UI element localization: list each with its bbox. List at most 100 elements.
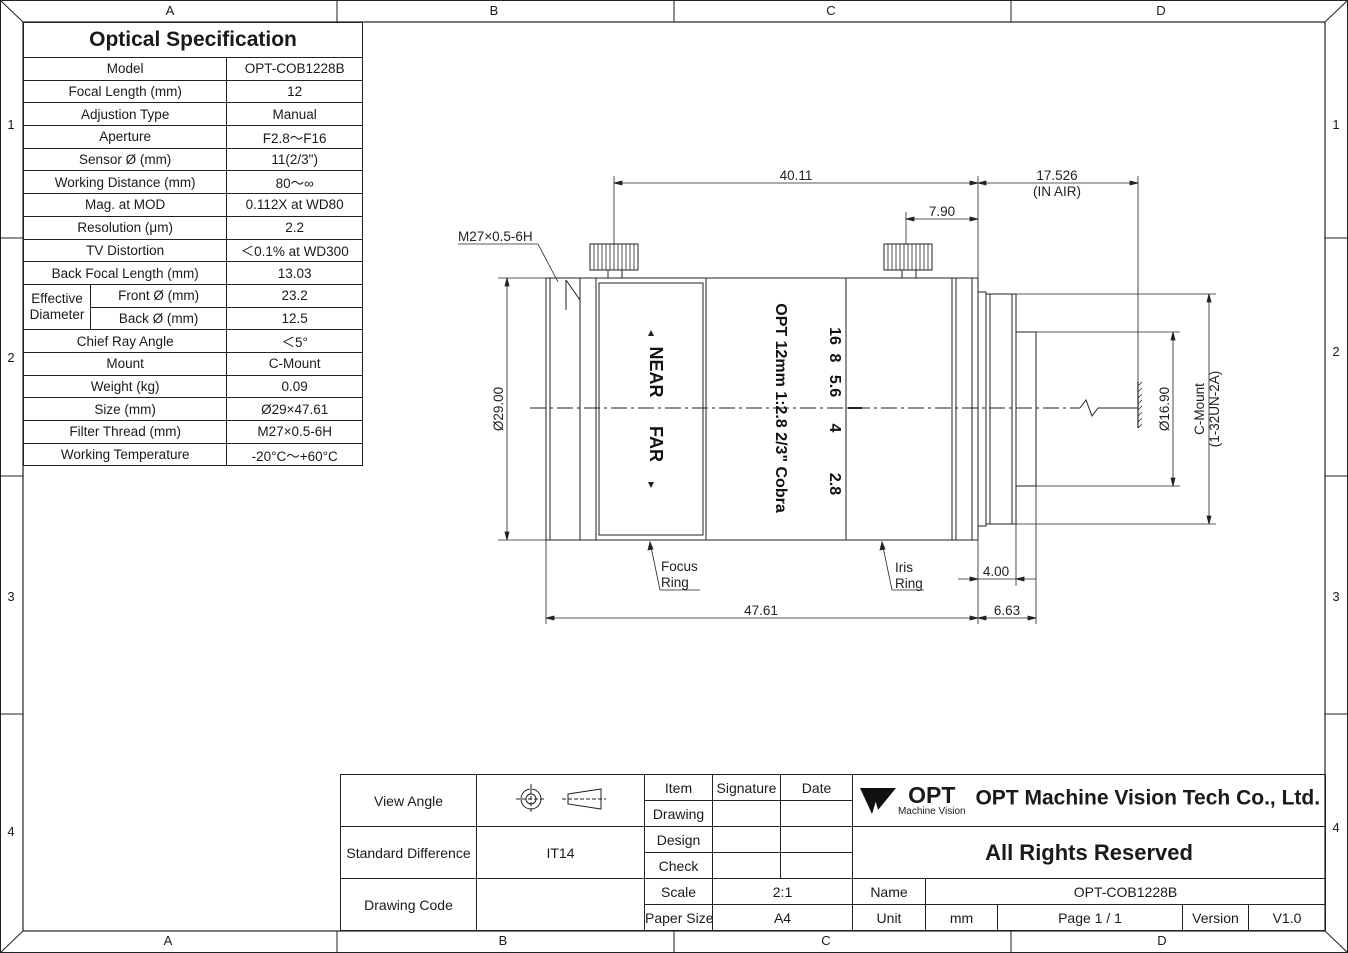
paper-size-label: Paper Size bbox=[644, 904, 713, 931]
opt-logo: OPT Machine Vision bbox=[858, 784, 966, 818]
design-signature bbox=[712, 826, 781, 853]
f-stop-2-8: 2.8 bbox=[826, 473, 843, 495]
unit-value: mm bbox=[925, 904, 998, 931]
spec-row-front: Effective Diameter Front Ø (mm) 23.2 bbox=[23, 283, 363, 331]
zone-col-b-top: B bbox=[489, 3, 499, 18]
effective-diameter-label: Effective Diameter bbox=[23, 283, 91, 331]
axis-break bbox=[1079, 398, 1138, 418]
spec-row: Filter Thread (mm)M27×0.5-6H bbox=[22, 420, 363, 444]
item-header: Item bbox=[644, 774, 713, 801]
paper-size-value: A4 bbox=[712, 904, 853, 931]
spec-label: Working Distance (mm) bbox=[22, 170, 228, 195]
unit-label: Unit bbox=[852, 904, 926, 931]
focus-ring-label-1: Focus bbox=[661, 559, 698, 574]
c-mount-thread-label: (1-32UN-2A) bbox=[1207, 371, 1222, 448]
company-cell: OPT Machine Vision OPT Machine Vision Te… bbox=[852, 774, 1326, 827]
drawing-date bbox=[780, 800, 853, 827]
dim-6-63: 6.63 bbox=[994, 603, 1020, 618]
date-header: Date bbox=[780, 774, 853, 801]
check-row-label: Check bbox=[644, 852, 713, 879]
spec-label: TV Distortion bbox=[22, 238, 228, 263]
spec-value: ＜5° bbox=[226, 329, 363, 353]
iris-ring-label-2: Ring bbox=[895, 576, 923, 591]
dim-4-00: 4.00 bbox=[983, 564, 1009, 579]
check-date bbox=[780, 852, 853, 879]
name-value: OPT-COB1228B bbox=[925, 878, 1326, 905]
spec-value: OPT-COB1228B bbox=[226, 57, 363, 81]
drawing-signature bbox=[712, 800, 781, 827]
spec-title: Optical Specification bbox=[23, 22, 363, 58]
zone-row-4-left: 4 bbox=[7, 824, 15, 839]
title-block: View Angle Item Signature Date OPT bbox=[340, 774, 1326, 931]
focus-ring-label-2: Ring bbox=[661, 575, 689, 590]
drawing-code-value bbox=[476, 878, 645, 931]
version-value: V1.0 bbox=[1248, 904, 1326, 931]
version-label: Version bbox=[1182, 904, 1249, 931]
spec-value: ＜0.1% at WD300 bbox=[226, 238, 363, 263]
zone-row-2-left: 2 bbox=[7, 350, 15, 365]
dim-7-90: 7.90 bbox=[929, 204, 955, 219]
zone-col-b-bottom: B bbox=[498, 933, 508, 948]
spec-label: Chief Ray Angle bbox=[22, 329, 228, 353]
f-stop-16: 16 bbox=[826, 327, 843, 345]
name-label: Name bbox=[852, 878, 926, 905]
scale-label: Scale bbox=[644, 878, 713, 905]
far-marking: FAR bbox=[646, 426, 666, 462]
standard-difference-label: Standard Difference bbox=[340, 826, 477, 879]
spec-label: Filter Thread (mm) bbox=[22, 420, 228, 444]
lens-engraving: OPT 12mm 1:2.8 2/3" Cobra bbox=[772, 303, 789, 513]
zone-row-4-right: 4 bbox=[1332, 820, 1340, 835]
zone-col-c-bottom: C bbox=[821, 933, 831, 948]
dim-dia-29: Ø29.00 bbox=[491, 387, 506, 431]
far-arrow-icon bbox=[648, 482, 654, 488]
spec-row: Working Temperature-20°C～+60°C bbox=[22, 442, 363, 467]
zone-col-d-top: D bbox=[1156, 3, 1166, 18]
dim-17-526: 17.526 bbox=[1036, 168, 1077, 183]
c-mount-label: C-Mount bbox=[1192, 383, 1207, 435]
check-signature bbox=[712, 852, 781, 879]
design-date bbox=[780, 826, 853, 853]
spec-back-label: Back Ø (mm) bbox=[89, 306, 228, 331]
drawing-code-label: Drawing Code bbox=[340, 878, 477, 931]
drawing-row-label: Drawing bbox=[644, 800, 713, 827]
spec-row: TV Distortion＜0.1% at WD300 bbox=[22, 238, 363, 263]
thread-callout: M27×0.5-6H bbox=[458, 229, 533, 244]
spec-row: Size (mm)Ø29×47.61 bbox=[22, 397, 363, 421]
opt-logo-icon bbox=[859, 787, 896, 814]
view-angle-label: View Angle bbox=[340, 774, 477, 827]
company-name: OPT Machine Vision Tech Co., Ltd. bbox=[975, 786, 1321, 810]
spec-row: Working Distance (mm)80～∞ bbox=[22, 170, 363, 195]
f-stop-8: 8 bbox=[826, 354, 843, 363]
focus-ring bbox=[595, 277, 707, 541]
zone-row-3-left: 3 bbox=[7, 589, 15, 604]
dim-47-61: 47.61 bbox=[744, 603, 778, 618]
dim-40-11: 40.11 bbox=[780, 168, 813, 183]
spec-row: Chief Ray Angle＜5° bbox=[22, 329, 363, 353]
near-arrow-icon bbox=[648, 330, 654, 336]
spec-label: Back Focal Length (mm) bbox=[22, 261, 228, 285]
logo-wordmark: OPT bbox=[908, 782, 956, 808]
spec-value: -20°C～+60°C bbox=[226, 442, 363, 467]
spec-value: 2.2 bbox=[226, 215, 363, 240]
zone-col-d-bottom: D bbox=[1157, 933, 1167, 948]
scale-value: 2:1 bbox=[712, 878, 853, 905]
zone-row-1-right: 1 bbox=[1332, 117, 1340, 132]
zone-row-2-right: 2 bbox=[1332, 344, 1340, 359]
zone-col-a-bottom: A bbox=[163, 933, 173, 948]
spec-value: 0.112X at WD80 bbox=[226, 193, 363, 217]
zone-col-a-top: A bbox=[165, 3, 175, 18]
spec-row-back: Back Ø (mm) 12.5 bbox=[24, 306, 363, 331]
dim-in-air: (IN AIR) bbox=[1033, 184, 1081, 199]
front-thread-section bbox=[545, 277, 581, 541]
design-row-label: Design bbox=[644, 826, 713, 853]
view-angle-symbol bbox=[476, 774, 645, 827]
tolerance-value: IT14 bbox=[476, 826, 645, 879]
signature-header: Signature bbox=[712, 774, 781, 801]
dim-dia-16-9: Ø16.90 bbox=[1157, 387, 1172, 431]
